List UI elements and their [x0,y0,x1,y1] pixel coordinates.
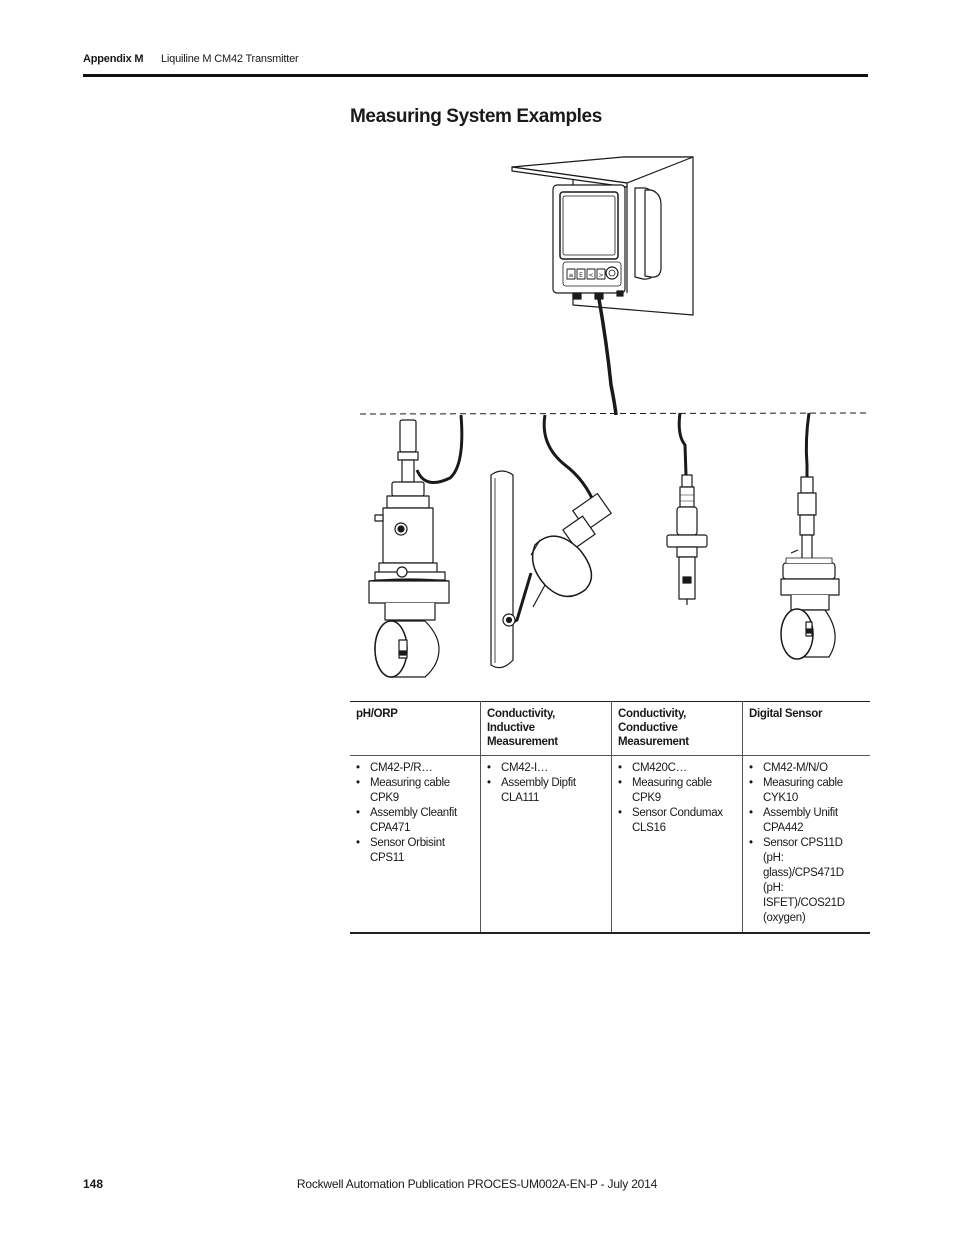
conductivity-conductive-cell: CM420C… Measuring cable CPK9 Sensor Cond… [611,755,743,933]
ph-orp-cell: CM42-P/R… Measuring cable CPK9 Assembly … [350,756,481,934]
column-header-conductivity-conductive: Conductivity, Conductive Measurement [611,701,743,756]
list-item: Assembly Cleanfit CPA471 [356,806,474,836]
list-item: Sensor CPS11D (pH: glass)/CPS471D (pH: I… [749,836,864,926]
chapter-title: Liquiline M CM42 Transmitter [161,53,299,65]
conductivity-conductive-sensor-illustration [666,412,708,605]
publication-footer: Rockwell Automation Publication PROCES-U… [296,1177,658,1191]
digital-sensor-cell: CM42-M/N/O Measuring cable CYK10 Assembl… [742,755,870,933]
measuring-system-table: pH/ORP Conductivity, Inductive Measureme… [350,701,870,934]
list-item: CM42-P/R… [356,761,474,776]
left-key-symbol: < [588,272,593,279]
section-title: Measuring System Examples [350,106,602,127]
ph-orp-list: CM42-P/R… Measuring cable CPK9 Assembly … [356,761,474,866]
digital-sensor-list: CM42-M/N/O Measuring cable CYK10 Assembl… [749,761,864,926]
page-number: 148 [83,1177,104,1191]
list-item: Measuring cable CYK10 [749,776,864,806]
list-item: Measuring cable CPK9 [618,776,736,806]
connection-dashed-line [359,412,870,415]
list-item: Assembly Unifit CPA442 [749,806,864,836]
list-item: Measuring cable CPK9 [356,776,474,806]
right-key-symbol: > [598,272,603,279]
menu-key-symbol: ≡ [568,272,573,279]
conductivity-inductive-assembly-illustration [490,414,612,669]
column-header-digital-sensor: Digital Sensor [742,701,870,756]
transmitter-keypad: ≡ E < > [566,266,619,280]
conductivity-conductive-list: CM420C… Measuring cable CPK9 Sensor Cond… [618,761,736,836]
list-item: Assembly Dipfit CLA111 [487,776,605,806]
list-item: CM420C… [618,761,736,776]
digital-sensor-assembly-illustration [780,412,840,660]
running-header: Appendix M Liquiline M CM42 Transmitter [83,53,299,65]
table-header-row: pH/ORP Conductivity, Inductive Measureme… [350,701,870,756]
enter-key-symbol: E [579,272,583,279]
appendix-label: Appendix M [83,53,144,65]
measuring-system-figure: ≡ E < > [355,145,870,680]
column-header-conductivity-inductive: Conductivity, Inductive Measurement [480,701,612,756]
transmitter-illustration: ≡ E < > [511,156,694,416]
column-header-ph-orp: pH/ORP [356,708,398,720]
list-item: CM42-M/N/O [749,761,864,776]
list-item: Sensor Orbisint CPS11 [356,836,474,866]
list-item: Sensor Condumax CLS16 [618,806,736,836]
list-item: CM42-I… [487,761,605,776]
header-rule [83,74,868,77]
conductivity-inductive-cell: CM42-I… Assembly Dipfit CLA111 [480,755,612,933]
conductivity-inductive-list: CM42-I… Assembly Dipfit CLA111 [487,761,605,806]
table-row: CM42-P/R… Measuring cable CPK9 Assembly … [350,755,870,934]
ph-orp-assembly-illustration [368,414,464,678]
